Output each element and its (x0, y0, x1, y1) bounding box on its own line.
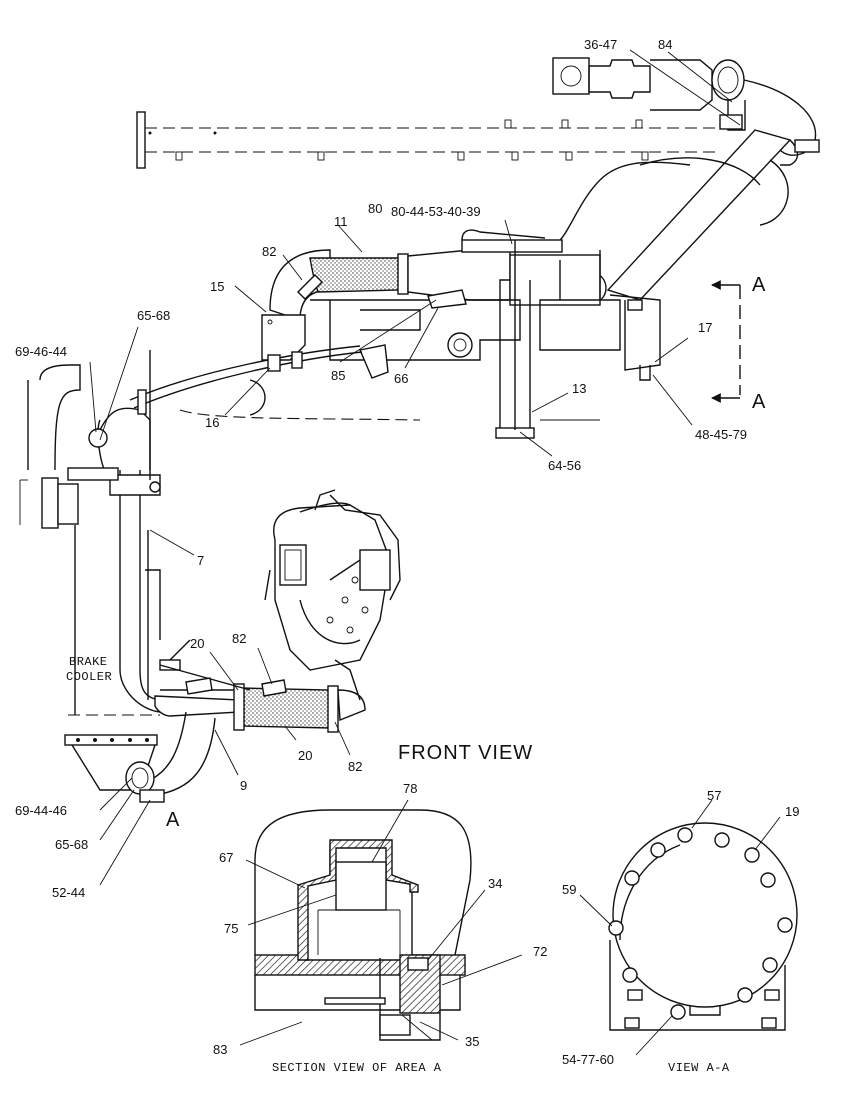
callout-34: 34 (488, 876, 502, 891)
leader-lines-front (89, 49, 741, 886)
callout-59: 59 (562, 882, 576, 897)
callout-20-top: 20 (190, 636, 204, 651)
callout-19: 19 (785, 804, 799, 819)
engine-block-upper (310, 250, 661, 421)
front-view-title: FRONT VIEW (398, 742, 533, 764)
callout-13: 13 (572, 381, 586, 396)
tube-line (129, 345, 421, 421)
callout-57: 57 (707, 788, 721, 803)
callout-80-44-53-40-39: 80-44-53-40-39 (391, 204, 481, 219)
callout-82-mid: 82 (232, 631, 246, 646)
bolt-circle (608, 827, 793, 1020)
callout-69-46-44: 69-46-44 (15, 344, 67, 359)
callout-9: 9 (240, 778, 247, 793)
callout-20-bottom: 20 (298, 748, 312, 763)
callout-85: 85 (331, 368, 345, 383)
callout-labels: 36-47 84 11 80 80-44-53-40-39 82 15 65-6… (15, 37, 799, 1067)
upper-hose-11 (261, 229, 607, 439)
section-mark-a-top: A (752, 274, 766, 296)
callout-80: 80 (368, 201, 382, 216)
callout-65-68-top: 65-68 (137, 308, 170, 323)
callout-84: 84 (658, 37, 672, 52)
callout-54-77-60: 54-77-60 (562, 1052, 614, 1067)
callout-78: 78 (403, 781, 417, 796)
section-marker-aa (711, 280, 741, 403)
callout-15: 15 (210, 279, 224, 294)
brake-cooler-label-line1: BRAKE (69, 655, 108, 669)
callout-67: 67 (219, 850, 233, 865)
callout-82-bottom: 82 (348, 759, 362, 774)
brake-cooler-label-line2: COOLER (66, 670, 112, 684)
transmission-housing (264, 489, 401, 701)
callout-65-68-bottom: 65-68 (55, 837, 88, 852)
callout-36-47: 36-47 (584, 37, 617, 52)
callout-11: 11 (334, 214, 348, 229)
callout-48-45-79: 48-45-79 (695, 427, 747, 442)
view-aa-title: VIEW A-A (668, 1061, 730, 1075)
section-view-title: SECTION VIEW OF AREA A (272, 1061, 442, 1075)
callout-64-56: 64-56 (548, 458, 581, 473)
callout-82-top: 82 (262, 244, 276, 259)
section-mark-a-bottom: A (752, 391, 766, 413)
callout-75: 75 (224, 921, 238, 936)
callout-52-44: 52-44 (52, 885, 85, 900)
callout-7: 7 (197, 553, 204, 568)
lower-pipe-9 (125, 639, 366, 803)
callout-16: 16 (205, 415, 219, 430)
brake-cooler (64, 569, 161, 791)
frame-rail (136, 111, 720, 169)
view-titles: FRONT VIEW SECTION VIEW OF AREA A VIEW A… (66, 274, 766, 1075)
area-a-mark: A (166, 809, 180, 831)
callout-17: 17 (698, 320, 712, 335)
view-aa (579, 799, 798, 1056)
callout-35: 35 (465, 1034, 479, 1049)
front-view (19, 49, 820, 886)
callout-69-44-46: 69-44-46 (15, 803, 67, 818)
callout-83: 83 (213, 1042, 227, 1057)
upper-pipe-assembly (552, 57, 820, 301)
callout-72: 72 (533, 944, 547, 959)
callout-66: 66 (394, 371, 408, 386)
section-view (239, 799, 523, 1046)
